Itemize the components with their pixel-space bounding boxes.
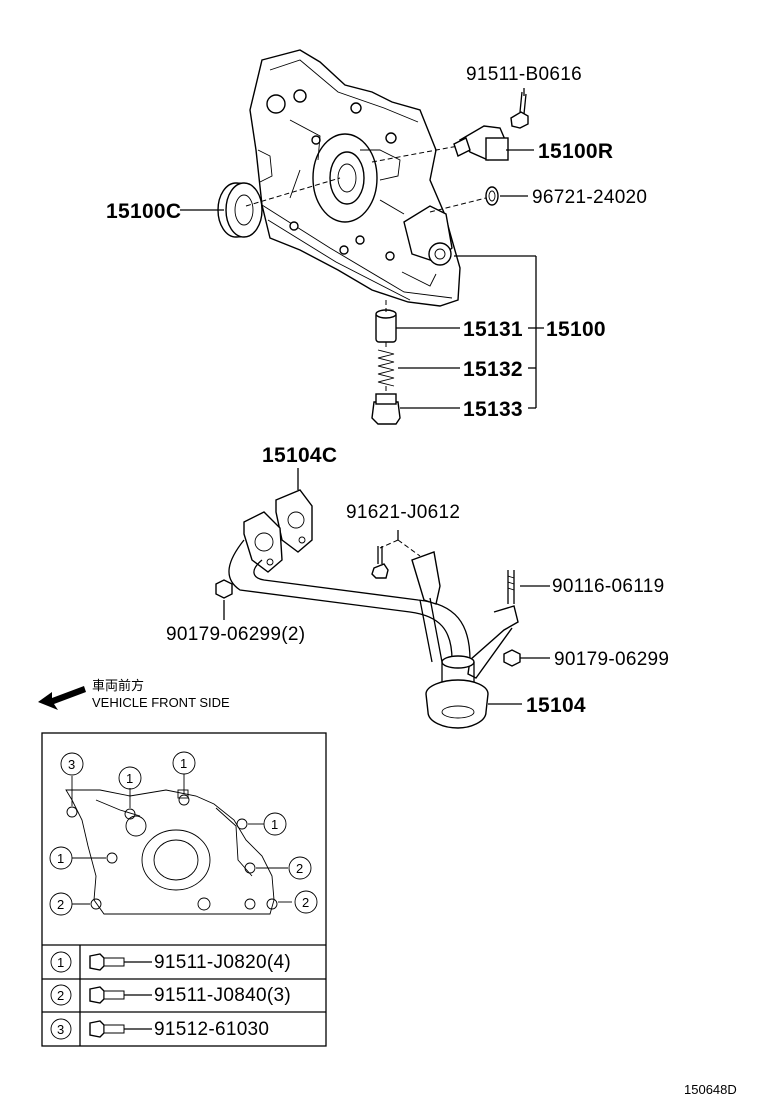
oil-seal-15100C — [217, 182, 263, 238]
inset-callout-1-a: 1 — [126, 771, 133, 786]
front-label-jp: 車両前方 — [92, 678, 144, 693]
label-15132: 15132 — [463, 358, 523, 381]
label-90179-06299-2: 90179-06299(2) — [166, 624, 305, 645]
vehicle-front-arrow-icon — [38, 686, 86, 710]
label-15131: 15131 — [463, 318, 523, 341]
label-15104C: 15104C — [262, 444, 337, 467]
oil-strainer-drawing — [228, 489, 519, 729]
legend-part-3: 91512-61030 — [154, 1019, 269, 1040]
relief-valve-parts — [371, 309, 401, 425]
front-label-en: VEHICLE FRONT SIDE — [92, 695, 230, 710]
nut-90179-06299-right — [503, 649, 521, 667]
inset-bolt-locations — [41, 732, 327, 1047]
legend-part-1: 91511-J0820(4) — [154, 952, 291, 973]
label-90179-06299: 90179-06299 — [554, 649, 669, 670]
bolt-91621-J0612 — [371, 546, 389, 579]
legend-part-2: 91511-J0840(3) — [154, 985, 291, 1006]
sensor-15100R — [453, 125, 509, 161]
leader-lines-upper — [180, 88, 544, 409]
inset-callout-1-b: 1 — [180, 756, 187, 771]
label-91511-B0616: 91511-B0616 — [466, 64, 582, 85]
stud-90116-06119 — [507, 570, 515, 604]
figure-id: 150648D — [684, 1082, 737, 1097]
leader-lines-lower — [223, 468, 550, 705]
inset-callout-1-d: 1 — [57, 851, 64, 866]
inset-callout-1-c: 1 — [271, 817, 278, 832]
inset-callout-3-top: 3 — [68, 757, 75, 772]
label-15100: 15100 — [546, 318, 606, 341]
o-ring-96721-24020 — [485, 186, 499, 206]
oil-pump-body-drawing — [249, 49, 461, 307]
label-91621-J0612: 91621-J0612 — [346, 502, 460, 523]
inset-callout-2-c: 2 — [302, 895, 309, 910]
label-15100C: 15100C — [106, 200, 181, 223]
legend-key-3: 3 — [57, 1022, 64, 1037]
label-15133: 15133 — [463, 398, 523, 421]
legend-key-1: 1 — [57, 955, 64, 970]
inset-callout-2-b: 2 — [57, 897, 64, 912]
bolt-91511-B0616 — [510, 91, 529, 129]
nut-90179-06299-left — [215, 579, 233, 599]
legend-key-2: 2 — [57, 988, 64, 1003]
assembly-guide-lines — [245, 145, 487, 394]
label-96721-24020: 96721-24020 — [532, 187, 647, 208]
inset-callout-2-a: 2 — [296, 861, 303, 876]
label-15104: 15104 — [526, 694, 586, 717]
label-90116-06119: 90116-06119 — [552, 576, 664, 597]
label-15100R: 15100R — [538, 140, 613, 163]
